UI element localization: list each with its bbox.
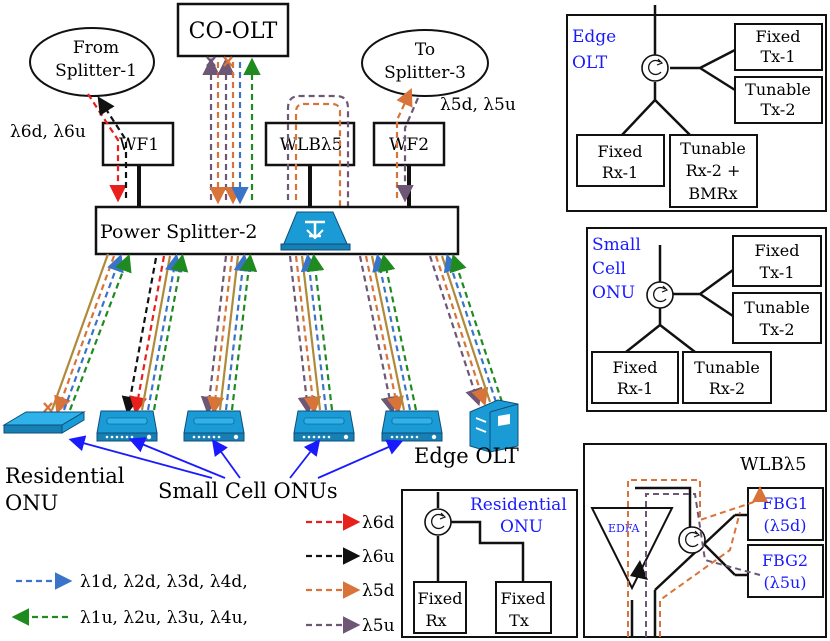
- wf2-box: WF2: [372, 121, 446, 167]
- sc-fixed-tx-2: Tx-1: [760, 263, 795, 282]
- eo-fixed-tx-2: Tx-1: [761, 47, 796, 66]
- blocked-marks: [43, 56, 233, 413]
- eo-fixed-tx-1: Fixed: [756, 27, 801, 46]
- eo-tunable-tx-2: Tx-2: [761, 100, 796, 119]
- res-title-1: Residential: [470, 495, 567, 515]
- legend-l6d: λ6d: [362, 513, 395, 533]
- sc-fixed-rx-1: Fixed: [613, 358, 658, 377]
- co-olt-box: CO-OLT: [176, 2, 290, 58]
- res-fixed-rx-1: Fixed: [418, 589, 463, 608]
- fbg2-line2: (λ5u): [763, 573, 806, 592]
- to-splitter-ellipse: To Splitter-3: [361, 29, 489, 97]
- res-fixed-tx-1: Fixed: [501, 589, 546, 608]
- eo-tunable-rx-1: Tunable: [680, 139, 746, 158]
- residential-onu-label-2: ONU: [5, 491, 58, 515]
- wlb-detail-title: WLBλ5: [740, 454, 807, 475]
- power-splitter-box: Power Splitter-2: [94, 205, 460, 256]
- label-pointers: [68, 435, 404, 479]
- res-fixed-tx-2: Tx: [509, 611, 529, 630]
- fbg2-line1: FBG2: [762, 551, 808, 570]
- splitter-device-icon: [280, 211, 351, 251]
- edge-olt-device: [469, 399, 519, 453]
- sc-tunable-rx-2: Rx-2: [709, 379, 745, 398]
- legend: [11, 513, 361, 634]
- sc-title-1: Small: [592, 235, 641, 255]
- from-splitter-ellipse: From Splitter-1: [29, 27, 155, 97]
- sc-tunable-tx-2: Tx-2: [760, 320, 795, 339]
- wf1-label: WF1: [119, 135, 159, 155]
- sc-title-3: ONU: [592, 283, 635, 303]
- legend-l6u: λ6u: [362, 547, 395, 567]
- sc-fixed-rx-2: Rx-1: [617, 379, 653, 398]
- eo-tunable-rx-2: Rx-2 +: [686, 161, 741, 180]
- fbg1-line2: (λ5d): [763, 516, 806, 535]
- wlb-detail: WLBλ5 EDFA FBG1 (λ5d) FBG2 (λ5u): [583, 443, 827, 638]
- edge-olt-title-2: OLT: [572, 53, 608, 73]
- co-olt-label: CO-OLT: [189, 19, 278, 44]
- wf1-box: WF1: [101, 121, 175, 167]
- res-fixed-rx-2: Rx: [425, 611, 446, 630]
- small-cell-onus-label: Small Cell ONUs: [158, 479, 338, 503]
- eo-fixed-rx-1: Fixed: [598, 142, 643, 161]
- from-splitter-line2: Splitter-1: [55, 61, 137, 81]
- edge-olt-label: Edge OLT: [414, 444, 519, 468]
- legend-l5u: λ5u: [362, 616, 395, 636]
- eo-tunable-tx-1: Tunable: [745, 80, 811, 99]
- from-splitter-line1: From: [73, 38, 119, 58]
- wf2-label: WF2: [389, 135, 429, 155]
- lower-signals: [50, 253, 504, 415]
- edge-olt-title-1: Edge: [572, 27, 616, 47]
- sc-title-2: Cell: [592, 259, 626, 279]
- eo-fixed-rx-2: Rx-1: [602, 163, 638, 182]
- legend-l1234u: λ1u, λ2u, λ3u, λ4u,: [80, 608, 248, 628]
- legend-l1234d: λ1d, λ2d, λ3d, λ4d,: [80, 572, 248, 592]
- small-cell-onu-3: [293, 410, 355, 442]
- sc-tunable-tx-1: Tunable: [744, 298, 810, 317]
- to-splitter-line1: To: [415, 40, 435, 60]
- res-title-2: ONU: [500, 517, 543, 537]
- lambda5-label: λ5d, λ5u: [440, 95, 516, 115]
- small-cell-onu-4: [381, 410, 443, 442]
- small-cell-onu-2: [183, 410, 245, 442]
- top-signals: [87, 57, 420, 230]
- fbg1-line1: FBG1: [762, 494, 808, 513]
- eo-tunable-rx-3: BMRx: [688, 184, 737, 203]
- residential-detail: Residential ONU Fixed Rx Fixed Tx: [401, 489, 578, 638]
- power-splitter-label: Power Splitter-2: [100, 221, 258, 243]
- small-cell-detail: Small Cell ONU Fixed Tx-1 Tunable Tx-2 F…: [586, 227, 827, 412]
- to-splitter-line2: Splitter-3: [384, 63, 466, 83]
- residential-onu-device: [2, 411, 86, 434]
- edfa-label: EDFA: [608, 522, 641, 535]
- sc-tunable-rx-1: Tunable: [694, 358, 760, 377]
- edge-olt-detail: Edge OLT Fixed Tx-1 Tunable Tx-2 Fixed R…: [566, 5, 827, 212]
- lambda6-label: λ6d, λ6u: [10, 122, 86, 142]
- residential-onu-label-1: Residential: [5, 464, 125, 488]
- small-cell-onu-1: [96, 410, 158, 442]
- legend-l5d: λ5d: [362, 581, 395, 601]
- sc-fixed-tx-1: Fixed: [755, 241, 800, 260]
